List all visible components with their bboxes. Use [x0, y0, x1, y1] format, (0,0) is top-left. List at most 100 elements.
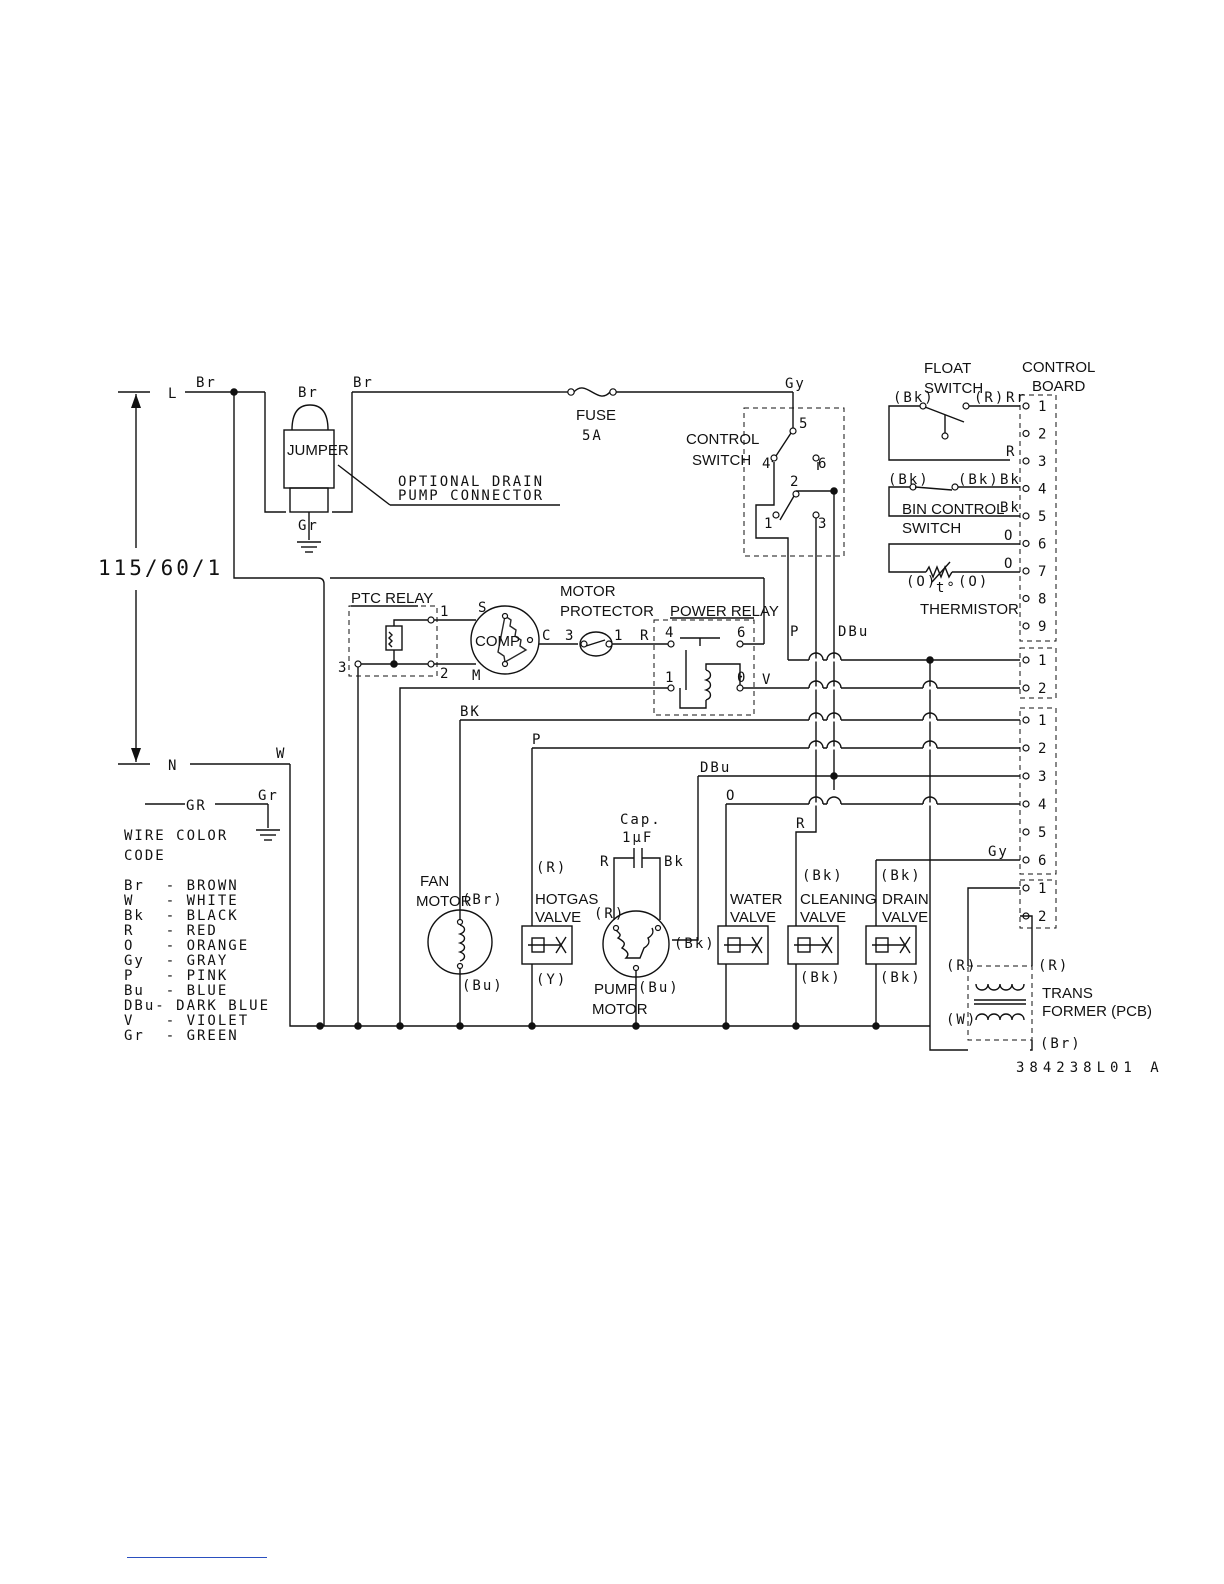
bus-wiring: BK P DBu O R — [459, 630, 1020, 1051]
board-block-1 — [1019, 394, 1057, 642]
terminal-block1-3 — [1022, 484, 1030, 493]
terminal-block3-2 — [1022, 772, 1030, 780]
neutral-bus — [289, 764, 930, 1030]
earth-ground-icon — [256, 829, 280, 841]
power-relay: POWER RELAY 4 6 1 0 V — [330, 577, 1020, 1026]
solenoid-valve-icon — [865, 925, 917, 965]
terminal-label: 3 — [1038, 769, 1048, 785]
wire-r-label: R — [796, 816, 806, 832]
pump-wire-bottom: (Bu) — [638, 980, 680, 996]
legend-entry: Br - BROWN — [124, 878, 239, 894]
hotgas-wire-top: (R) — [536, 860, 567, 876]
pr-wire-v: V — [762, 672, 772, 688]
terminal-block3-1 — [1022, 744, 1030, 752]
ptc-relay: PTC RELAY 1 2 3 — [338, 590, 476, 1026]
terminal-label: 6 — [1038, 853, 1048, 869]
supply-section: L N 115/60/1 Br W — [98, 375, 290, 774]
ptc-pin-1: 1 — [440, 604, 450, 620]
terminal-label: 5 — [1038, 509, 1048, 525]
thermistor-wire-right: (O) — [958, 574, 989, 590]
terminal-label: 1 — [1038, 713, 1048, 729]
mp-wire-r: R — [640, 628, 650, 644]
control-switch: CONTROL SWITCH Gy 5 4 6 2 1 3 P DBu — [686, 376, 867, 660]
terminal-label: 5 — [1038, 825, 1048, 841]
fan-motor-label-2: MOTOR — [416, 893, 472, 910]
legend-title-2: CODE — [124, 848, 166, 864]
legend-entry: Bk - BLACK — [124, 908, 239, 924]
pump-wire-right: (Bk) — [674, 936, 716, 952]
pr-pin-4: 4 — [665, 625, 675, 641]
cleaning-valve-label-1: CLEANING — [800, 891, 877, 908]
ground-wire-label: Gr — [258, 788, 279, 804]
ground-label: GR — [186, 798, 207, 814]
fan-motor-label-1: FAN — [420, 873, 449, 890]
float-switch-wire-left: (Bk) — [893, 390, 935, 406]
terminal-label: 6 — [1038, 537, 1048, 553]
ground-section: GR Gr — [145, 788, 280, 841]
legend-entry: P - PINK — [124, 968, 228, 984]
voltage-label: 115/60/1 — [98, 556, 223, 580]
compressor-c: C — [542, 628, 552, 644]
legend-entry: Gy - GRAY — [124, 953, 228, 969]
thermistor: t° (O) (O) THERMISTOR — [888, 543, 1020, 618]
cap-value: 1μF — [622, 830, 653, 846]
cleaning-valve-label-2: VALVE — [800, 909, 846, 926]
pr-pin-1: 1 — [665, 670, 675, 686]
cap-wire-right: Bk — [664, 854, 685, 870]
fan-motor-wire-top: (Br) — [462, 892, 504, 908]
ptc-relay-label: PTC RELAY — [351, 590, 433, 607]
cap-label: Cap. — [620, 812, 662, 828]
xfmr-label-2: FORMER (PCB) — [1042, 1003, 1152, 1020]
board-block-3 — [1019, 707, 1057, 875]
thermistor-wire-left: (O) — [906, 574, 937, 590]
control-switch-label-1: CONTROL — [686, 431, 759, 448]
jumper-wire-ground: Gr — [298, 518, 319, 534]
cs-wire-p: P — [790, 624, 800, 640]
pump-motor-label-2: MOTOR — [592, 1001, 648, 1018]
cs-pin-3: 3 — [818, 516, 828, 532]
pr-pin-6: 6 — [737, 625, 747, 641]
water-valve-label-2: VALVE — [730, 909, 776, 926]
bin-switch-wire-left: (Bk) — [888, 472, 930, 488]
jumper-note-line1: OPTIONAL DRAIN — [398, 474, 544, 490]
xfmr-wire-w: (W) — [946, 1012, 977, 1028]
terminal-label: 1 — [1038, 653, 1048, 669]
cs-pin-4: 4 — [762, 456, 772, 472]
jumper-note-line2: PUMP CONNECTOR — [398, 488, 544, 504]
bin-switch-wire-right: (Bk) — [958, 472, 1000, 488]
float-switch-label-1: FLOAT — [924, 360, 971, 377]
water-valve-label-1: WATER — [730, 891, 783, 908]
drain-valve-wire-top: (Bk) — [880, 868, 922, 884]
board-block-2 — [1019, 647, 1057, 699]
legend-entry: V - VIOLET — [124, 1013, 249, 1029]
cs-pin-1: 1 — [764, 516, 774, 532]
legend-entry: W - WHITE — [124, 893, 239, 909]
terminal-block3-3 — [1022, 800, 1030, 808]
legend-entry: DBu- DARK BLUE — [124, 998, 270, 1014]
terminal-block1-8 — [1022, 622, 1030, 630]
motor-protector-label-2: PROTECTOR — [560, 603, 654, 620]
board-wire-gy: Gy — [988, 844, 1009, 860]
thermistor-symbol: t° — [936, 580, 957, 596]
cap-wire-left: R — [600, 854, 610, 870]
line-wire-label: Br — [196, 375, 217, 391]
terminal-block4-0 — [1022, 884, 1030, 892]
terminal-block1-6 — [1022, 567, 1030, 575]
compressor-s: S — [478, 600, 488, 616]
xfmr-label-1: TRANS — [1042, 985, 1093, 1002]
fuse-label: FUSE — [576, 407, 616, 424]
cleaning-valve-wire-top: (Bk) — [802, 868, 844, 884]
legend-entry: Gr - GREEN — [124, 1028, 239, 1044]
earth-ground-icon — [297, 541, 321, 553]
xfmr-wire-r2: (R) — [1038, 958, 1069, 974]
terminal-block1-0 — [1022, 402, 1030, 410]
terminal-label: 4 — [1038, 482, 1048, 498]
compressor-m: M — [472, 668, 482, 684]
bin-control-switch: (Bk) (Bk) BIN CONTROL SWITCH — [888, 472, 1020, 537]
ptc-pin-2: 2 — [440, 666, 450, 682]
drain-valve-label-2: VALVE — [882, 909, 928, 926]
board-wire-o1: O — [1004, 528, 1014, 544]
